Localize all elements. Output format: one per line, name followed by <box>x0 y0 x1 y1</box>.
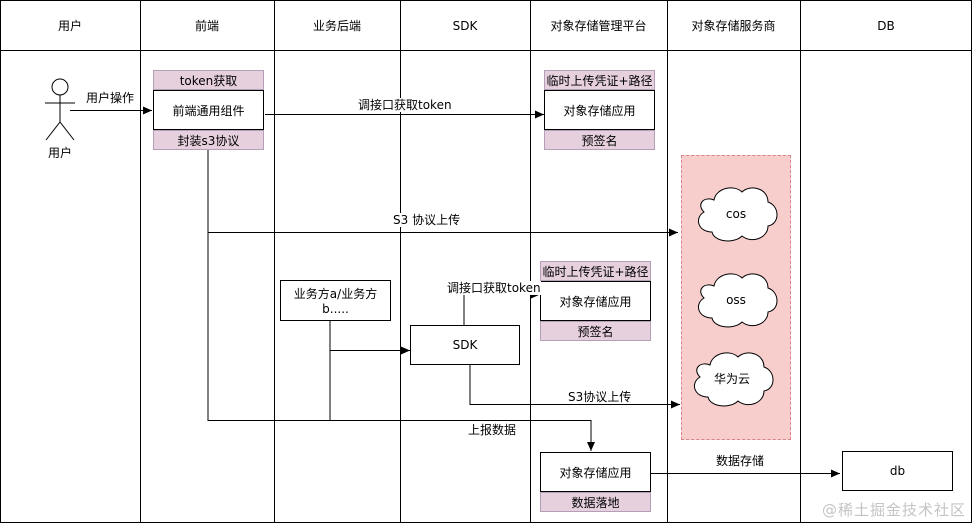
actor-figure <box>45 78 75 141</box>
edge-label-report: 上报数据 <box>468 423 517 437</box>
watermark: @稀土掘金技术社区 <box>821 501 966 519</box>
provider-cloud-huawei: 华为云 <box>688 347 776 411</box>
lane-title-db: DB <box>877 19 895 33</box>
db-box: db <box>842 451 953 491</box>
business-box: 业务方a/业务方b..... <box>280 280 391 321</box>
edge-label-get-token-1: 调接口获取token <box>358 98 452 112</box>
edge-label-store: 数据存储 <box>716 454 765 468</box>
edge-label-user-operation: 用户操作 <box>86 91 135 105</box>
edge-label-s3-upload-2: S3协议上传 <box>568 390 632 404</box>
lane-title-user: 用户 <box>57 19 82 33</box>
frontend-tag-s3: 封装s3协议 <box>153 130 264 150</box>
provider-cloud-oss: oss <box>692 268 780 332</box>
frontend-component-box: 前端通用组件 <box>153 90 264 130</box>
platform-mid-app-box: 对象存储应用 <box>540 281 651 321</box>
provider-label-huawei: 华为云 <box>713 372 750 386</box>
lane-title-sdk: SDK <box>452 19 478 33</box>
edge-business-sdk <box>329 321 410 355</box>
lane-title-frontend: 前端 <box>194 19 219 33</box>
frontend-tag-token: token获取 <box>153 70 264 90</box>
platform-mid-tag-presign: 预签名 <box>540 321 651 341</box>
sdk-box: SDK <box>410 325 520 365</box>
edge-label-s3-upload-1: S3 协议上传 <box>393 213 461 227</box>
platform-top-tag-presign: 预签名 <box>544 130 655 150</box>
actor-label: 用户 <box>48 146 73 160</box>
platform-mid-tag-credential: 临时上传凭证+路径 <box>540 261 651 281</box>
lane-title-provider: 对象存储服务商 <box>691 19 776 33</box>
platform-bottom-tag-landing: 数据落地 <box>540 492 651 512</box>
cloud-icon <box>697 187 778 242</box>
edge-report-data <box>207 232 595 451</box>
platform-top-app-box: 对象存储应用 <box>544 90 655 130</box>
provider-cloud-cos: cos <box>692 182 780 246</box>
edge-get-token-2 <box>463 290 540 325</box>
platform-top-tag-credential: 临时上传凭证+路径 <box>544 70 655 90</box>
edge-label-get-token-2: 调接口获取token <box>447 281 541 295</box>
provider-label-cos: cos <box>725 207 747 221</box>
lane-title-backend: 业务后端 <box>312 19 361 33</box>
cloud-icon <box>697 273 778 328</box>
cloud-icon <box>693 352 774 407</box>
lane-title-platform: 对象存储管理平台 <box>550 19 647 33</box>
provider-label-oss: oss <box>726 293 746 307</box>
platform-bottom-app-box: 对象存储应用 <box>540 452 651 492</box>
